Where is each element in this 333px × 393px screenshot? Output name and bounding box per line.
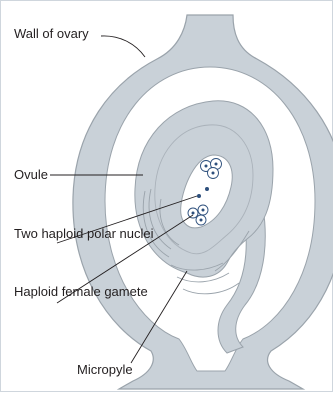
label-ovule: Ovule (14, 167, 48, 183)
leader-wall-of-ovary (101, 36, 145, 57)
label-wall-of-ovary: Wall of ovary (14, 26, 89, 42)
label-female-gamete: Haploid female gamete (14, 284, 154, 300)
label-micropyle: Micropyle (77, 362, 133, 378)
label-polar-nuclei: Two haploid polar nuclei (14, 226, 154, 242)
